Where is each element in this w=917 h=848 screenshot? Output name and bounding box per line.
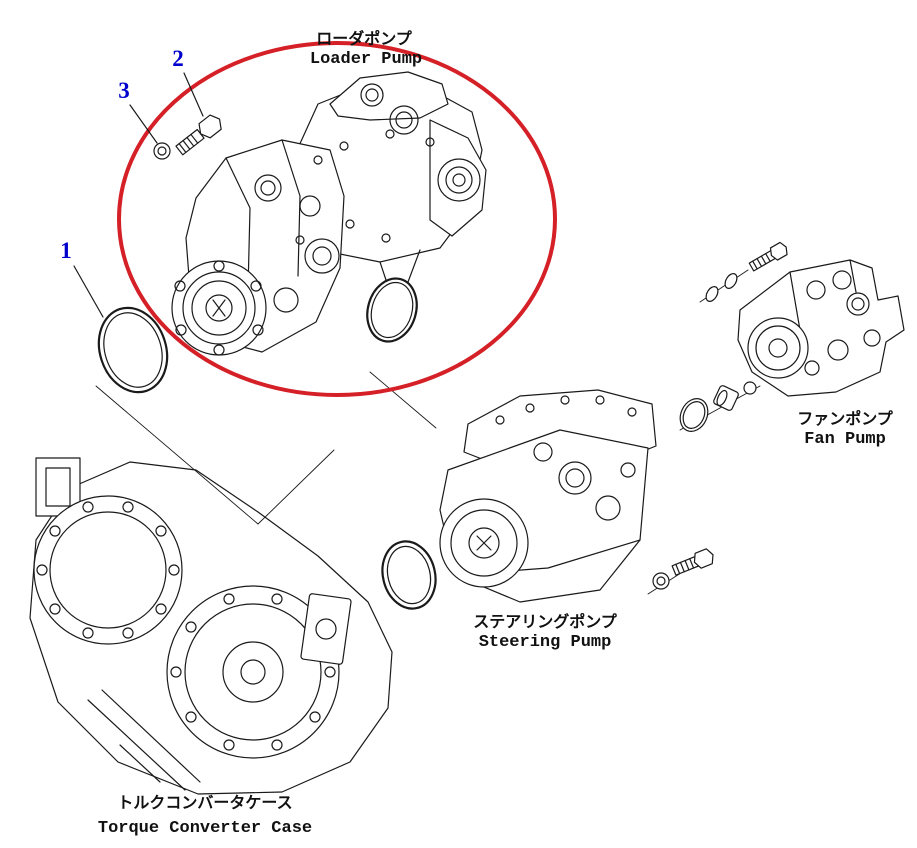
part-bolt-callout-2 bbox=[175, 114, 222, 156]
assembly-projection-lines bbox=[95, 371, 437, 525]
part-washer-callout-3 bbox=[153, 142, 171, 160]
fan-pump-label-en: Fan Pump bbox=[804, 430, 886, 449]
steering-bolt bbox=[671, 548, 714, 576]
steering-pump-label-en: Steering Pump bbox=[479, 633, 612, 652]
loader-pump-highlight-ellipse bbox=[117, 41, 557, 397]
loader-pump-label-jp: ローダポンプ bbox=[316, 29, 413, 49]
fan-pump-drawing bbox=[679, 241, 905, 432]
fan-washer-1 bbox=[705, 286, 719, 302]
loader-pump-label-en: Loader Pump bbox=[310, 50, 422, 69]
steering-o-ring bbox=[381, 540, 437, 610]
loader-pump-label: ローダポンプ Loader Pump bbox=[310, 29, 422, 69]
part-o-ring-callout-1 bbox=[97, 306, 169, 394]
callout-number-2: 2 bbox=[172, 46, 184, 71]
fan-pump-label-jp: ファンポンプ bbox=[797, 409, 894, 429]
fan-plug bbox=[743, 381, 757, 395]
loader-pump-drawing bbox=[171, 71, 487, 356]
callout-number-3: 3 bbox=[118, 78, 130, 103]
torque-converter-case-label: トルクコンバータケース Torque Converter Case bbox=[98, 794, 312, 838]
steering-pump-drawing bbox=[381, 389, 714, 610]
callout-leader-lines bbox=[73, 72, 204, 318]
steering-washer bbox=[652, 572, 670, 590]
torque-converter-case-drawing bbox=[29, 457, 393, 795]
torque-converter-case-label-en: Torque Converter Case bbox=[98, 819, 312, 838]
torque-converter-case-label-jp: トルクコンバータケース bbox=[117, 794, 292, 813]
steering-pump-label-jp: ステアリングポンプ bbox=[473, 612, 618, 632]
fan-bolt bbox=[748, 241, 788, 272]
fan-washer-2 bbox=[724, 273, 738, 289]
case-bracket bbox=[300, 593, 352, 665]
callout-number-1: 1 bbox=[60, 238, 72, 263]
fan-pump-label: ファンポンプ Fan Pump bbox=[797, 409, 894, 449]
steering-pump-label: ステアリングポンプ Steering Pump bbox=[473, 612, 618, 652]
